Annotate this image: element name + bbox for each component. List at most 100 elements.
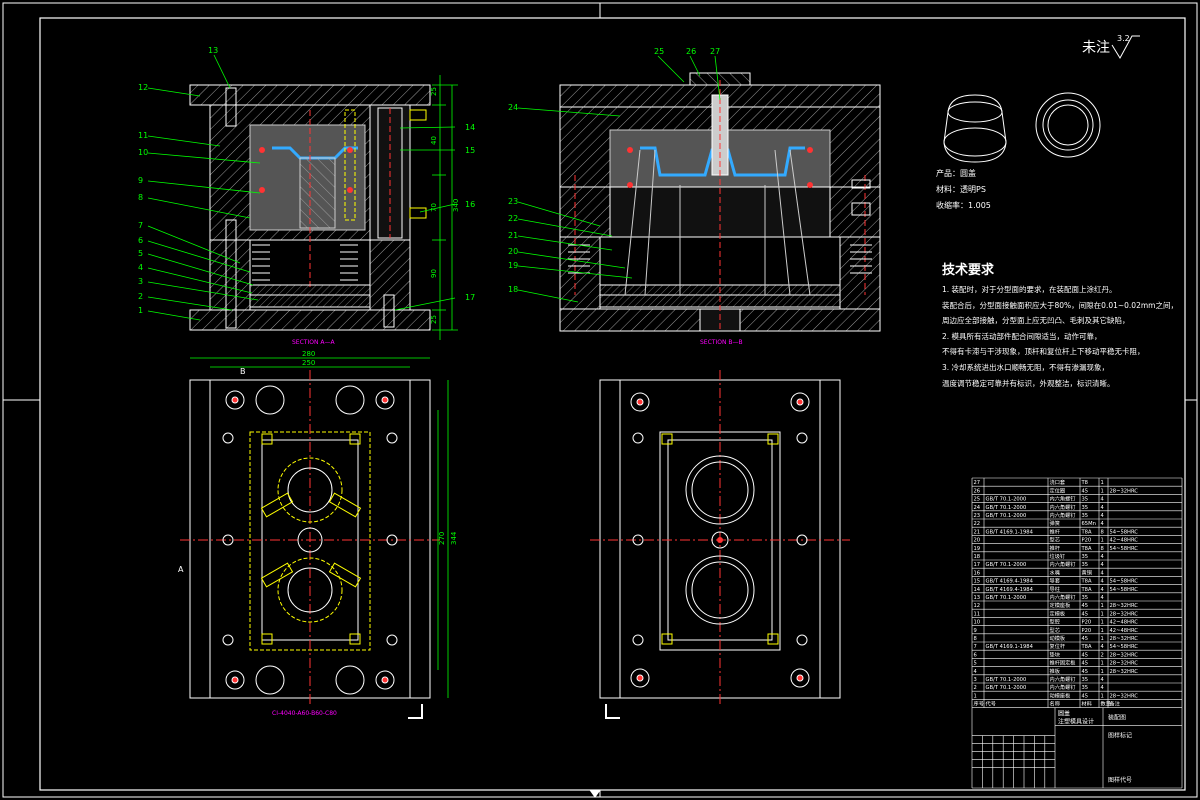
bom-cell: 42~48HRC [1110, 628, 1139, 634]
balloon-19: 19 [508, 261, 518, 270]
dim-a-total: 340 [452, 199, 460, 212]
bom-cell: 20 [974, 538, 981, 544]
bom-cell: 45 [1082, 611, 1089, 617]
bom-cell: 54~58HRC [1110, 587, 1139, 593]
bom-cell: GB/T 70.1-2000 [986, 505, 1027, 511]
bom-cell: 10 [974, 620, 981, 626]
bom-cell: GB/T 70.1-2000 [986, 685, 1027, 691]
plan-view-fixed [590, 370, 850, 719]
bom-cell: 导柱 [1050, 585, 1060, 593]
tech-line: 2. 模具所有活动部件配合间隙适当，动作可靠， [942, 331, 1102, 341]
bom-cell: 2 [974, 685, 977, 691]
balloon-24: 24 [508, 103, 518, 112]
bom-cell: 4 [1101, 677, 1105, 683]
tech-line: 温度调节稳定可靠并有标识，外观整洁，标识清晰。 [942, 378, 1115, 388]
balloon-26: 26 [686, 47, 696, 56]
bom-cell: 弹簧 [1050, 519, 1060, 527]
balloon-10: 10 [138, 148, 148, 157]
dim-a-90: 90 [430, 269, 438, 278]
bom-cell: 4 [1101, 513, 1105, 519]
bom-cell: 型芯 [1050, 626, 1060, 634]
title-desc: 注塑模具设计 [1058, 718, 1094, 726]
bom-cell: 动模板 [1050, 634, 1066, 642]
bom-cell: 1 [1101, 693, 1104, 699]
balloon-5: 5 [138, 249, 143, 258]
bom-cell: 1 [1101, 480, 1104, 486]
balloon-2: 2 [138, 292, 143, 301]
balloon-21: 21 [508, 231, 518, 240]
bom-cell: 1 [1101, 538, 1104, 544]
bom-cell: 35 [1082, 513, 1089, 519]
tech-line: 不得有卡滞与干涉现象，顶杆和复位杆上下移动平稳无卡阻， [942, 346, 1145, 356]
drawing-code: 图样代号 [1108, 776, 1132, 784]
bom-header-cell: 数量 [1101, 700, 1111, 708]
bom-cell: 1 [974, 693, 977, 699]
bom-cell: 1 [1101, 628, 1104, 634]
bom-cell: 35 [1082, 497, 1089, 503]
bom-cell: 浇口套 [1050, 478, 1066, 486]
roughness-symbol [1111, 35, 1140, 59]
bom-cell: 24 [974, 505, 981, 511]
bom-cell: 1 [1101, 661, 1104, 667]
balloon-12: 12 [138, 83, 148, 92]
bom-cell: 12 [974, 603, 981, 609]
bom-cell: 垫块 [1050, 650, 1061, 658]
bom-cell: 28~32HRC [1110, 661, 1139, 667]
bom-cell: GB/T 70.1-2000 [986, 497, 1027, 503]
tech-line: 1. 装配时，对于分型面的要求，在装配面上涂红丹。 [942, 284, 1117, 294]
dim-a-70: 70 [430, 203, 438, 212]
tech-line: 装配合后，分型面接触面积应大于80%，间隙在0.01~0.02mm之间， [942, 300, 1178, 310]
bom-cell: T8 [1081, 480, 1088, 486]
dim-plan-height: 344 [450, 531, 458, 545]
bom-cell: 定模座板 [1050, 601, 1072, 609]
bom-cell: 14 [974, 587, 981, 593]
shrink-label: 收缩率：1.005 [936, 200, 991, 210]
balloon-15: 15 [465, 146, 475, 155]
bom-cell: 定模板 [1050, 609, 1066, 617]
bom-cell: 型腔 [1050, 618, 1060, 626]
bom-cell: 4 [974, 669, 978, 675]
bom-cell: 内六角螺钉 [1050, 593, 1076, 601]
bom-cell: 7 [974, 644, 977, 650]
balloon-20: 20 [508, 247, 518, 256]
dim-plan-height-inner: 270 [438, 532, 446, 545]
bom-cell: 35 [1082, 554, 1089, 560]
bom-cell: 内六角螺钉 [1050, 560, 1076, 568]
bom-cell: GB/T 70.1-2000 [986, 513, 1027, 519]
bom-cell: P20 [1082, 538, 1092, 544]
bom-cell: 35 [1082, 595, 1089, 601]
balloon-16: 16 [465, 200, 475, 209]
bom-cell: GB/T 4169.4-1984 [986, 579, 1034, 585]
bom-cell: 54~58HRC [1110, 546, 1139, 552]
roughness-label: 未注 [1082, 40, 1110, 56]
bom-cell: 推杆 [1050, 527, 1060, 535]
bom-cell: GB/T 4169.1-1984 [986, 529, 1034, 535]
bom-cell: 内六角螺钉 [1050, 675, 1076, 683]
balloon-25: 25 [654, 47, 664, 56]
bom-cell: 22 [974, 521, 981, 527]
bom-cell: 8 [974, 636, 977, 642]
bom-cell: 4 [1101, 562, 1105, 568]
bom-cell: 9 [974, 628, 977, 634]
bom-cell: 54~58HRC [1110, 529, 1139, 535]
bom-cell: 导套 [1050, 577, 1061, 585]
bom-cell: 4 [1101, 554, 1105, 560]
title-part: 圆盖 [1058, 710, 1070, 718]
bom-cell: 4 [1101, 595, 1105, 601]
bom-header-cell: 序号 [974, 700, 984, 708]
bom-cell: 27 [974, 480, 981, 486]
bom-cell: 35 [1082, 505, 1089, 511]
material-label: 材料：透明PS [936, 184, 986, 194]
balloons-section-b: 25 26 27 24 23 22 21 20 19 18 [508, 47, 721, 303]
bom-cell: 8 [1101, 529, 1104, 535]
bom-cell: 26 [974, 488, 981, 494]
bom-cell: 5 [974, 661, 977, 667]
bom-cell: T8A [1081, 644, 1092, 650]
bom-cell: GB/T 4169.1-1984 [986, 644, 1034, 650]
bom-cell: 推杆 [1050, 544, 1060, 552]
section-a-label: SECTION A—A [292, 339, 335, 346]
bom-cell: 推板 [1050, 667, 1061, 675]
bom-cell: 45 [1082, 652, 1089, 658]
